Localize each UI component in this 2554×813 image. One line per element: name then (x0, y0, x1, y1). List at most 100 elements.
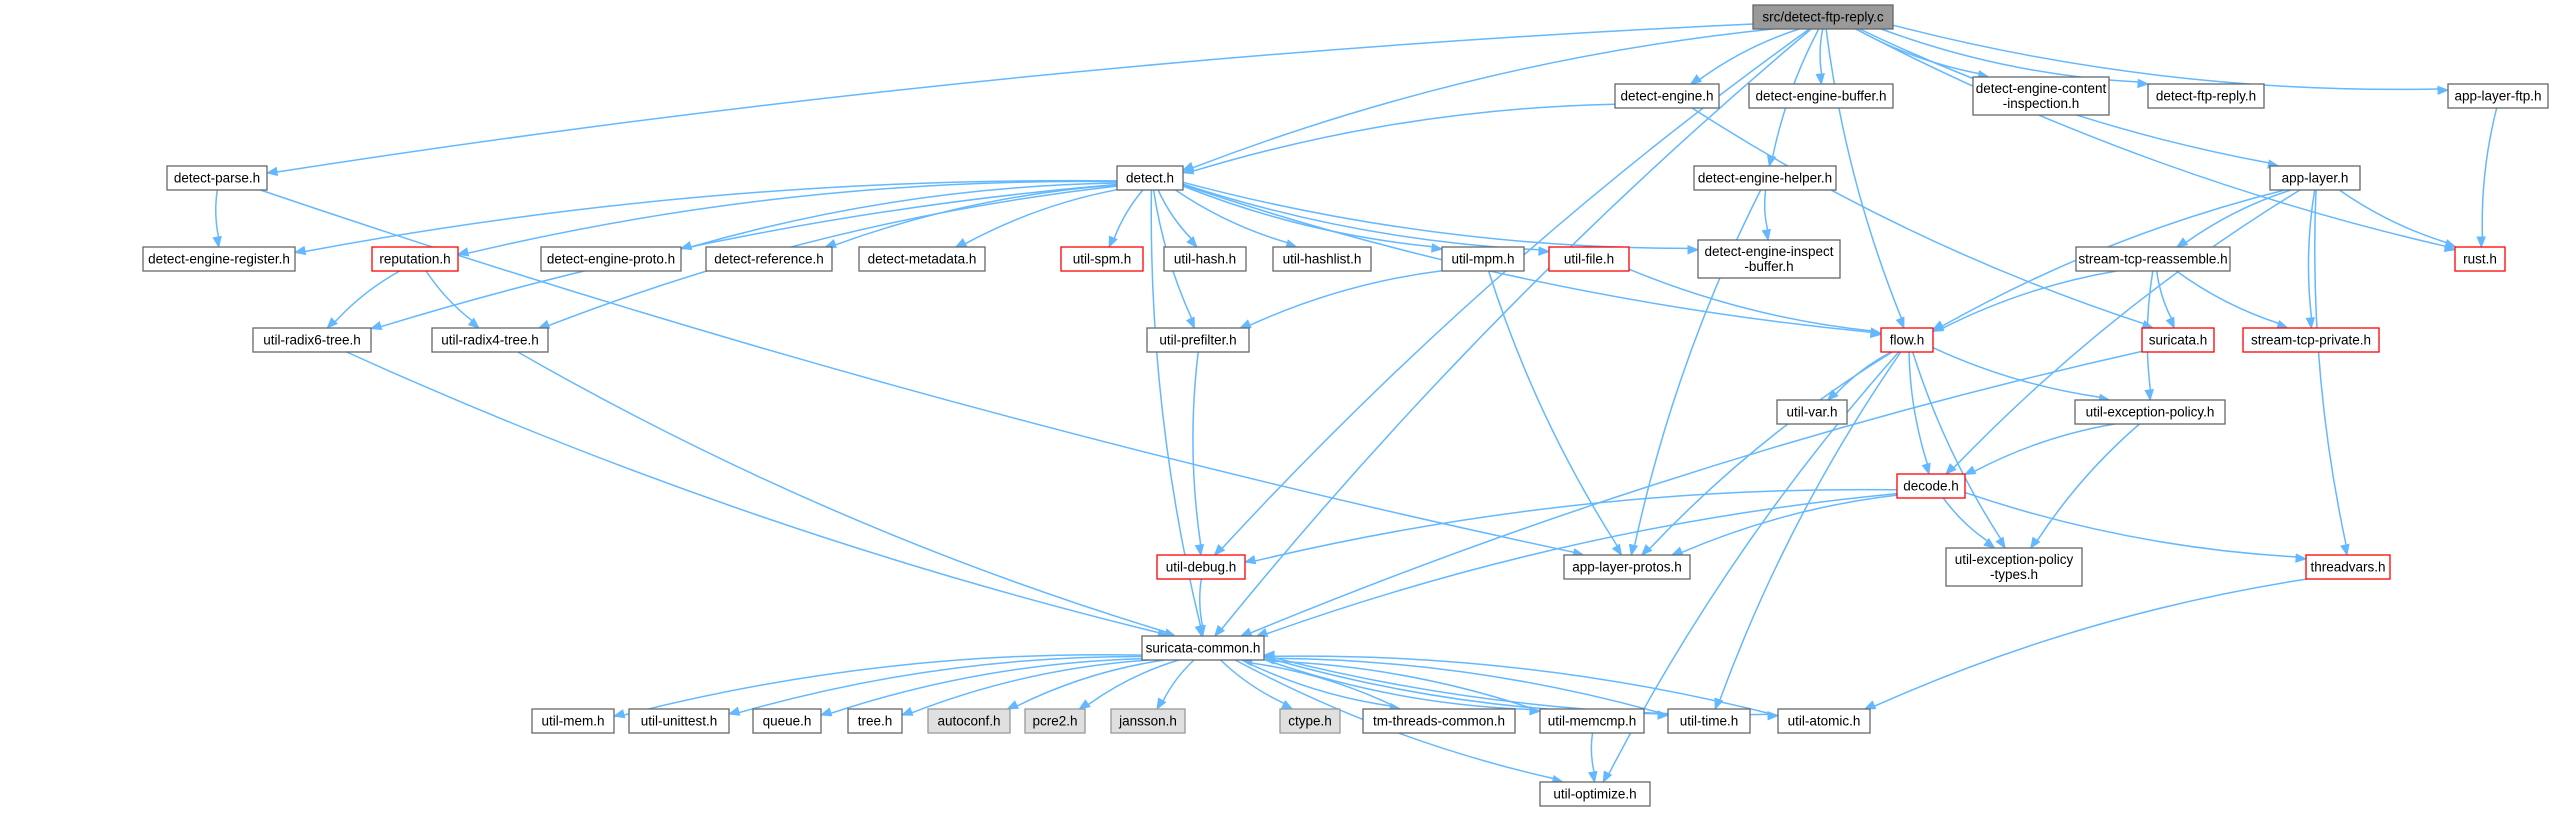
node-label-suricata-common-h: suricata-common.h (1146, 641, 1261, 656)
node-detect-metadata-h[interactable]: detect-metadata.h (858, 246, 986, 272)
node-detect-engine-buffer-h[interactable]: detect-engine-buffer.h (1748, 83, 1894, 109)
node-util-var-h[interactable]: util-var.h (1776, 399, 1848, 425)
node-util-memcmp-h[interactable]: util-memcmp.h (1539, 708, 1645, 734)
node-util-radix6-tree-h[interactable]: util-radix6-tree.h (252, 327, 372, 353)
edge-util-prefilter-h-to-util-debug-h (1192, 351, 1202, 546)
edge-detect-h-to-util-spm-h (1113, 189, 1144, 239)
node-detect-h[interactable]: detect.h (1116, 165, 1184, 191)
edge-detect-h-to-detect-reference-h (834, 184, 1118, 246)
arrowhead-decode-h-to-app-layer-protos-h (1670, 546, 1684, 556)
node-reputation-h[interactable]: reputation.h (371, 246, 459, 272)
node-util-spm-h[interactable]: util-spm.h (1060, 246, 1144, 272)
node-box-util-mpm-h (1441, 246, 1525, 272)
node-label-detect-ftp-reply-h: detect-ftp-reply.h (2156, 89, 2256, 104)
node-box-stream-tcp-private-h (2242, 327, 2380, 353)
node-detect-engine-h[interactable]: detect-engine.h (1614, 83, 1720, 109)
node-util-optimize-h[interactable]: util-optimize.h (1539, 781, 1651, 807)
node-box-jansson-h (1110, 708, 1186, 734)
node-stream-tcp-private-h[interactable]: stream-tcp-private.h (2242, 327, 2380, 353)
node-detect-ftp-reply-h[interactable]: detect-ftp-reply.h (2147, 83, 2265, 109)
node-util-atomic-h[interactable]: util-atomic.h (1777, 708, 1871, 734)
arrowhead-detect-h-to-util-file-h (1538, 246, 1551, 256)
node-label-app-layer-h: app-layer.h (2282, 171, 2349, 186)
node-stream-tcp-reassemble-h[interactable]: stream-tcp-reassemble.h (2075, 246, 2231, 272)
edge-util-exception-policy-h-to-util-exception-policy-types-h (2036, 423, 2140, 541)
edge-flow-h-to-util-exception-policy-types-h (1911, 351, 2002, 540)
node-util-mem-h[interactable]: util-mem.h (531, 708, 615, 734)
node-label-detect-engine-content-inspection-h: detect-engine-content (1976, 81, 2107, 96)
edge-util-file-h-to-flow-h (1628, 268, 1872, 332)
node-util-unittest-h[interactable]: util-unittest.h (628, 708, 730, 734)
node-util-debug-h[interactable]: util-debug.h (1156, 554, 1246, 580)
node-detect-parse-h[interactable]: detect-parse.h (166, 165, 268, 191)
node-tm-threads-common-h[interactable]: tm-threads-common.h (1362, 708, 1516, 734)
node-box-stream-tcp-reassemble-h (2075, 246, 2231, 272)
arrowhead-stream-tcp-reassemble-h-to-util-exception-policy-h (2144, 389, 2154, 402)
node-suricata-common-h[interactable]: suricata-common.h (1141, 635, 1265, 661)
arrowhead-suricata-common-h-to-jansson-h (1156, 697, 1167, 711)
node-label-util-exception-policy-types-h: -types.h (1990, 567, 2038, 582)
edge-detect-engine-h-to-suricata-h (1691, 107, 2145, 325)
node-label-util-unittest-h: util-unittest.h (641, 714, 718, 729)
edge-detect-h-to-util-radix4-tree-h (548, 185, 1118, 327)
edge-app-layer-h-to-rust-h (2338, 189, 2447, 244)
node-util-exception-policy-types-h[interactable]: util-exception-policy-types.h (1945, 547, 2083, 587)
arrowhead-suricata-common-h-to-queue-h (819, 707, 833, 717)
node-app-layer-ftp-h[interactable]: app-layer-ftp.h (2447, 83, 2549, 109)
arrowhead-detect-parse-h-to-detect-engine-register-h (212, 235, 222, 249)
node-label-tree-h: tree.h (858, 714, 893, 729)
arrowhead-flow-h-to-util-optimize-h (1602, 770, 1613, 784)
node-box-detect-engine-h (1614, 83, 1720, 109)
node-util-time-h[interactable]: util-time.h (1667, 708, 1751, 734)
arrowhead-detect-engine-helper-h-to-detect-engine-inspect-buffer-h (1761, 228, 1771, 242)
edge-util-radix6-tree-h-to-suricata-common-h (346, 351, 1159, 634)
arrowhead-root-to-detect-engine-buffer-h (1815, 73, 1825, 86)
arrowhead-detect-h-to-util-prefilter-h (1185, 316, 1195, 330)
node-detect-reference-h[interactable]: detect-reference.h (705, 246, 833, 272)
node-box-rust-h (2454, 246, 2506, 272)
node-detect-engine-inspect-buffer-h[interactable]: detect-engine-inspect-buffer.h (1697, 239, 1841, 279)
node-tree-h[interactable]: tree.h (847, 708, 903, 734)
node-box-detect-parse-h (166, 165, 268, 191)
arrowhead-util-mpm-h-to-util-prefilter-h (1238, 319, 1252, 329)
node-app-layer-h[interactable]: app-layer.h (2269, 165, 2361, 191)
node-queue-h[interactable]: queue.h (752, 708, 822, 734)
node-detect-engine-register-h[interactable]: detect-engine-register.h (142, 246, 296, 272)
node-app-layer-protos-h[interactable]: app-layer-protos.h (1563, 554, 1691, 580)
node-box-detect-reference-h (705, 246, 833, 272)
node-label-detect-engine-register-h: detect-engine-register.h (148, 252, 290, 267)
node-box-util-radix6-tree-h (252, 327, 372, 353)
node-detect-engine-helper-h[interactable]: detect-engine-helper.h (1693, 165, 1837, 191)
node-label-detect-h: detect.h (1126, 171, 1174, 186)
node-decode-h[interactable]: decode.h (1896, 473, 1966, 499)
edge-suricata-common-h-to-pcre2-h (1087, 659, 1179, 706)
node-util-exception-policy-h[interactable]: util-exception-policy.h (2074, 399, 2226, 425)
edge-suricata-common-h-to-jansson-h (1162, 659, 1195, 702)
edge-detect-h-to-detect-engine-register-h (304, 179, 1118, 253)
node-detect-engine-proto-h[interactable]: detect-engine-proto.h (540, 246, 682, 272)
edge-root-to-detect-h (1192, 28, 1773, 169)
node-box-threadvars-h (2305, 554, 2391, 580)
node-flow-h[interactable]: flow.h (1880, 327, 1934, 353)
node-box-ctype-h (1279, 708, 1341, 734)
node-util-hash-h[interactable]: util-hash.h (1163, 246, 1247, 272)
edge-suricata-common-h-to-util-mem-h (623, 653, 1143, 716)
node-rust-h[interactable]: rust.h (2454, 246, 2506, 272)
node-label-jansson-h: jansson.h (1118, 714, 1177, 729)
node-box-detect-h (1116, 165, 1184, 191)
node-threadvars-h[interactable]: threadvars.h (2305, 554, 2391, 580)
node-util-prefilter-h[interactable]: util-prefilter.h (1146, 327, 1250, 353)
node-suricata-h[interactable]: suricata.h (2141, 327, 2215, 353)
arrowhead-decode-h-to-threadvars-h (2295, 553, 2308, 563)
node-util-radix4-tree-h[interactable]: util-radix4-tree.h (431, 327, 549, 353)
node-util-mpm-h[interactable]: util-mpm.h (1441, 246, 1525, 272)
node-detect-engine-content-inspection-h[interactable]: detect-engine-content-inspection.h (1972, 76, 2110, 116)
node-box-pcre2-h (1024, 708, 1086, 734)
node-util-hashlist-h[interactable]: util-hashlist.h (1272, 246, 1372, 272)
node-root[interactable]: src/detect-ftp-reply.c (1752, 4, 1894, 30)
arrowhead-root-to-detect-parse-h (265, 166, 279, 177)
node-util-file-h[interactable]: util-file.h (1548, 246, 1630, 272)
arrowhead-root-to-detect-ftp-reply-h (2137, 78, 2150, 89)
node-label-detect-engine-inspect-buffer-h: -buffer.h (1744, 259, 1793, 274)
node-box-util-memcmp-h (1539, 708, 1645, 734)
